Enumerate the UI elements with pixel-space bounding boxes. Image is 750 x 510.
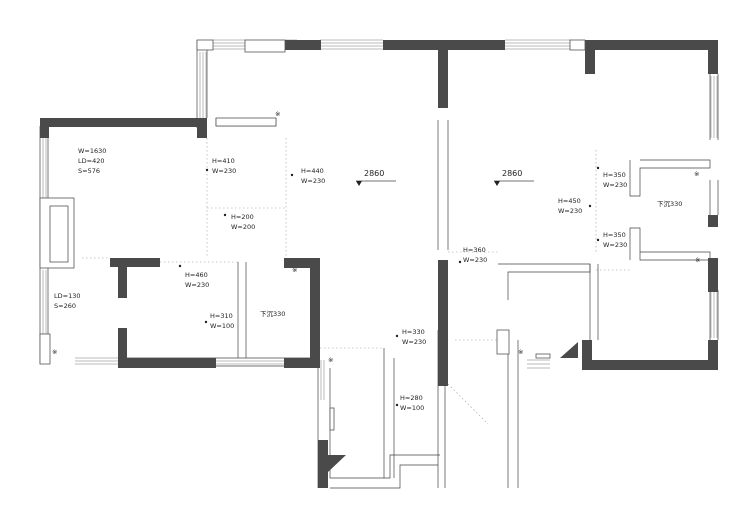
svg-text:W=230: W=230 [402, 338, 426, 346]
sunken-note-left: 下沉330 [260, 310, 285, 318]
svg-text:W=230: W=230 [558, 207, 582, 215]
svg-text:W=230: W=230 [603, 241, 627, 249]
svg-text:W=230: W=230 [212, 167, 236, 175]
opening-label-8: H=350 W=230 [596, 166, 627, 189]
ceiling-height-left: 2860 [356, 169, 396, 186]
svg-text:W=1630: W=1630 [78, 147, 106, 155]
opening-label-2: H=440 W=230 [290, 167, 325, 185]
ceiling-lines [82, 138, 630, 425]
svg-text:W=100: W=100 [210, 322, 234, 330]
svg-text:W=230: W=230 [603, 181, 627, 189]
svg-text:LD=130: LD=130 [54, 292, 80, 300]
svg-text:H=460: H=460 [185, 271, 208, 279]
opening-label-10: H=350 W=230 [596, 231, 627, 249]
fixture-markers: ※ ※ ※ ※ ※ ※ ※ [52, 110, 700, 364]
fixtures [39, 39, 586, 431]
svg-text:S=260: S=260 [54, 302, 76, 310]
svg-text:W=230: W=230 [185, 281, 209, 289]
svg-text:※: ※ [52, 348, 57, 356]
opening-label-4: H=460 W=230 [178, 264, 209, 289]
svg-text:※: ※ [292, 266, 297, 274]
opening-label-3: H=200 W=200 [223, 213, 255, 231]
svg-text:S=576: S=576 [78, 167, 100, 175]
opening-label-7: H=280 W=100 [395, 394, 424, 412]
ceiling-height-right-label: 2860 [502, 169, 522, 178]
svg-text:H=440: H=440 [301, 167, 324, 175]
opening-label-11: H=360 W=230 [458, 246, 487, 264]
svg-text:※: ※ [694, 170, 699, 178]
svg-text:H=350: H=350 [603, 231, 626, 239]
window-note-1: W=1630 LD=420 S=576 [78, 147, 106, 175]
svg-text:H=450: H=450 [558, 197, 581, 205]
svg-text:H=330: H=330 [402, 328, 425, 336]
ceiling-height-right: 2860 [494, 169, 534, 186]
svg-text:W=230: W=230 [301, 177, 325, 185]
svg-text:H=200: H=200 [231, 213, 254, 221]
svg-text:※: ※ [275, 110, 280, 118]
svg-text:H=310: H=310 [210, 312, 233, 320]
svg-text:H=350: H=350 [603, 171, 626, 179]
svg-text:※: ※ [695, 256, 700, 264]
svg-text:H=280: H=280 [400, 394, 423, 402]
svg-text:※: ※ [518, 348, 523, 356]
sunken-note-right: 下沉330 [657, 200, 682, 208]
svg-text:LD=420: LD=420 [78, 157, 104, 165]
svg-text:※: ※ [328, 356, 333, 364]
opening-label-5: H=310 W=100 [204, 312, 234, 330]
structural-walls [40, 40, 718, 488]
opening-label-6: H=330 W=230 [395, 328, 426, 346]
window-note-2: LD=130 S=260 [54, 292, 80, 310]
svg-text:W=100: W=100 [400, 404, 424, 412]
svg-text:W=230: W=230 [463, 256, 487, 264]
opening-label-9: H=450 W=230 [558, 197, 592, 215]
opening-label-1: H=410 W=230 [205, 157, 236, 175]
svg-text:W=200: W=200 [231, 223, 255, 231]
glass-windows [39, 39, 718, 400]
ceiling-height-left-label: 2860 [364, 169, 384, 178]
svg-text:H=360: H=360 [463, 246, 486, 254]
svg-text:H=410: H=410 [212, 157, 235, 165]
